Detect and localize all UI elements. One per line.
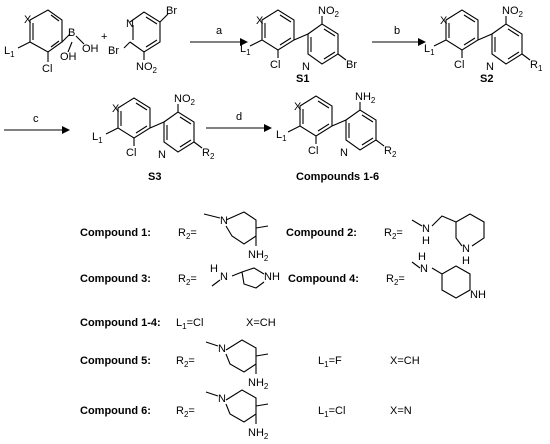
compound-2-h-ring: H [462,255,470,267]
s2-cl-label: Cl [454,59,464,71]
s1-br-label: Br [346,59,357,71]
final-n-label: N [340,147,348,159]
final-nh2-label: NH2 [355,91,376,105]
pyridine-n-label: N [126,18,134,30]
compound-1-4-row: Compound 1-4: L1=Cl X=CH [80,317,276,331]
compound-3-r2: R2= [178,273,197,287]
compound-5-x: X=CH [390,355,420,367]
compound-5-nh2: NH2 [248,377,269,391]
final-l1-label: L1 [276,129,287,143]
pyridine-br2-label: Br [108,45,119,57]
compound-6-x: X=N [390,405,412,417]
intermediate-s2: X L1 Cl N NO2 R1 S2 [424,5,543,85]
intermediate-s1: X L1 Cl N NO2 Br S1 [240,5,357,85]
step-c-label: c [33,113,39,125]
compound-4-n: N [420,263,428,275]
compound-3-row: Compound 3: R2= H N NH [80,263,280,289]
compound-5-row: Compound 5: R2= N NH2 L1=F X=CH [80,339,420,391]
s2-no2-label: NO2 [502,5,524,19]
compound-1-r2: R2= [178,227,197,241]
s1-cl-label: Cl [270,59,280,71]
pyridine-br1-label: Br [166,5,177,17]
compound-4-nh-ring: NH [470,289,486,301]
compound-6-l1: L1=Cl [318,405,345,419]
final-x-label: X [294,101,302,113]
compound-6-row: Compound 6: R2= N NH2 L1=Cl X=N [80,389,412,441]
s2-x-label: X [440,15,448,27]
final-cl-label: Cl [308,145,318,157]
compound-1-label: Compound 1: [80,227,151,239]
compound-4-row: Compound 4: R2= H N NH [288,251,486,301]
s3-r2-label: R2 [202,147,215,161]
s1-x-label: X [256,15,264,27]
pyridine-no2-label: NO2 [136,61,158,75]
compound-5-label: Compound 5: [80,355,151,367]
boronic-oh1-label: OH [82,43,99,55]
compound-3-nh-ring: NH [264,271,280,283]
reaction-arrow-c: c [4,113,70,134]
plus-sign: + [101,31,107,43]
s2-r1-label: R1 [530,59,543,73]
step-a-label: a [216,25,223,37]
compound-5-n: N [218,343,226,355]
compound-5-l1: L1=F [318,355,342,369]
compound-2-nh-ring: N [462,243,470,255]
compound-6-label: Compound 6: [80,405,151,417]
boronic-cl-label: Cl [42,63,52,75]
compound-2-label: Compound 2: [286,227,357,239]
compound-1-row: Compound 1: R2= N NH2 [80,211,269,263]
s3-no2-label: NO2 [174,93,196,107]
final-compounds-structure: X L1 Cl N NH2 R2 Compounds 1-6 [276,91,397,183]
compound-6-nh2: NH2 [248,427,269,441]
compound-2-nh-chain: N [422,223,430,235]
compound-1-n: N [220,215,228,227]
boronic-b-label: B [68,27,75,39]
compound-1-4-label: Compound 1-4: [80,317,161,329]
compound-6-r2: R2= [176,405,195,419]
reaction-arrow-a: a [190,25,248,46]
compound-2-r2: R2= [384,227,403,241]
compound-6-n: N [218,393,226,405]
compound-4-label: Compound 4: [288,273,359,285]
reaction-arrow-b: b [372,25,426,46]
compound-3-n: N [220,271,228,283]
dibromo-nitropyridine-reagent: N Br Br NO2 [108,5,177,75]
s1-l1-label: L1 [240,43,251,57]
step-b-label: b [394,25,400,37]
compound-4-r2: R2= [386,273,405,287]
final-compound-label: Compounds 1-6 [296,171,379,183]
s3-x-label: X [112,103,120,115]
intermediate-s3: X L1 Cl N NO2 R2 S3 [92,93,215,183]
boronic-oh2-label: OH [60,51,77,63]
reaction-arrow-d: d [206,111,272,132]
compound-4-h: H [418,251,426,263]
s1-no2-label: NO2 [318,5,340,19]
compound-5-r2: R2= [176,355,195,369]
s2-n-label: N [486,61,494,73]
s3-n-label: N [158,149,166,161]
boronic-x-label: X [24,14,32,26]
compound-1-4-l1: L1=Cl [176,317,203,331]
s3-l1-label: L1 [92,131,103,145]
s2-compound-label: S2 [480,73,493,85]
compound-1-nh2: NH2 [248,249,269,263]
step-d-label: d [236,111,242,123]
boronic-l1-label: L1 [4,45,15,59]
s1-n-label: N [302,61,310,73]
final-r2-label: R2 [384,145,397,159]
compound-3-label: Compound 3: [80,273,151,285]
compound-3-h: H [210,263,218,275]
s3-compound-label: S3 [148,171,161,183]
compound-2-h-chain: H [422,235,430,247]
compound-1-4-x: X=CH [246,317,276,329]
compound-2-row: Compound 2: R2= N H N H [286,213,485,267]
s2-l1-label: L1 [424,43,435,57]
s3-cl-label: Cl [126,147,136,159]
s1-compound-label: S1 [296,73,309,85]
boronic-acid-reagent: X L1 Cl B OH OH [4,9,99,75]
